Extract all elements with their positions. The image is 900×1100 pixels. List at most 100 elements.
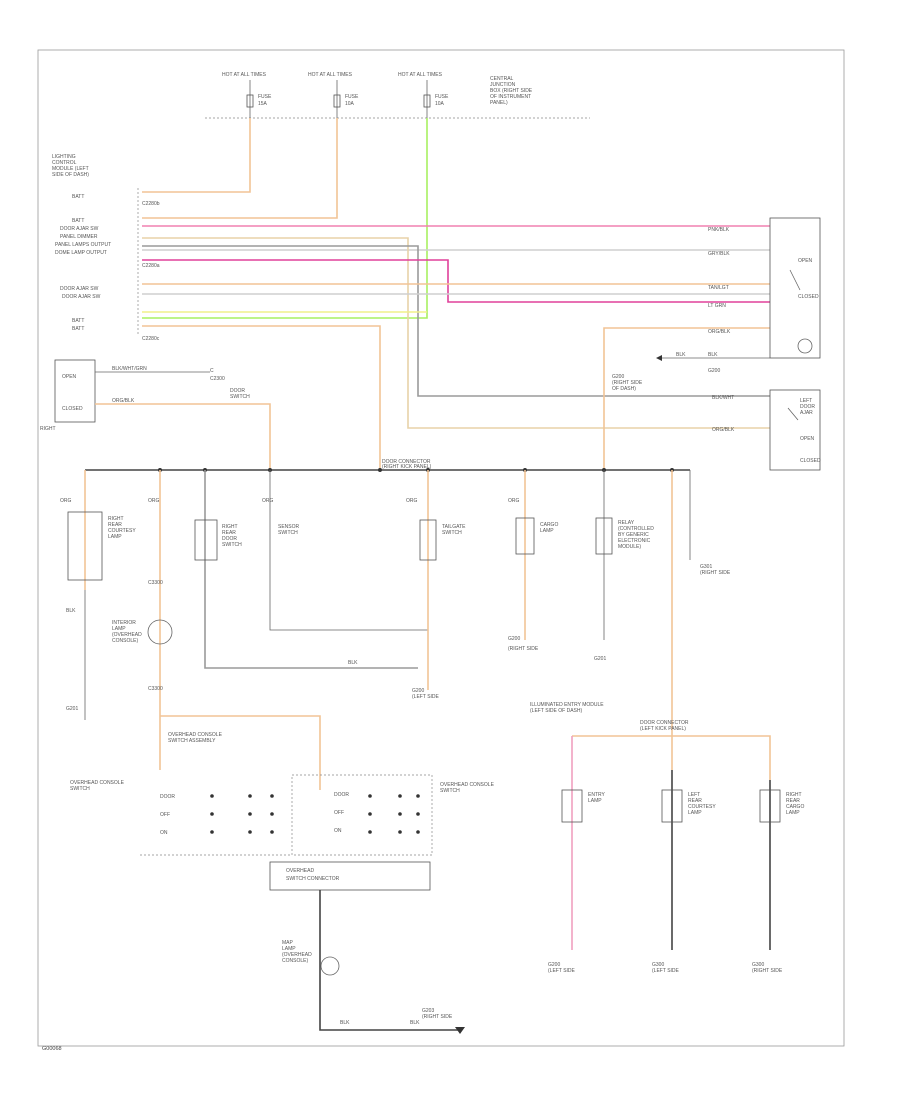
svg-text:BLK/WHT: BLK/WHT	[712, 395, 734, 401]
svg-text:ORG/BLK: ORG/BLK	[112, 398, 135, 404]
wire-batt-3	[142, 118, 428, 319]
svg-text:G300: G300	[752, 962, 764, 968]
svg-text:G200: G200	[612, 374, 624, 380]
svg-text:ORG: ORG	[262, 498, 274, 504]
svg-text:RIGHT: RIGHT	[786, 792, 802, 798]
svg-text:LEFT: LEFT	[800, 398, 812, 404]
svg-text:DOOR AJAR SW: DOOR AJAR SW	[62, 294, 101, 300]
svg-text:TAILGATE: TAILGATE	[442, 524, 466, 530]
svg-text:REAR: REAR	[108, 522, 122, 528]
svg-text:BATT: BATT	[72, 318, 84, 324]
svg-text:BATT: BATT	[72, 326, 84, 332]
svg-text:REAR: REAR	[688, 798, 702, 804]
svg-text:ON: ON	[160, 830, 168, 836]
svg-text:HOT AT ALL TIMES: HOT AT ALL TIMES	[398, 72, 443, 78]
svg-text:SWITCH: SWITCH	[70, 786, 90, 792]
svg-text:FUSE: FUSE	[435, 94, 449, 100]
svg-text:C: C	[210, 368, 214, 374]
svg-text:REAR: REAR	[786, 798, 800, 804]
svg-text:DOOR AJAR SW: DOOR AJAR SW	[60, 226, 99, 232]
sensor-switch: SENSOR SWITCH ORG	[262, 470, 428, 631]
svg-text:SWITCH: SWITCH	[440, 788, 460, 794]
svg-text:HOT AT ALL TIMES: HOT AT ALL TIMES	[308, 72, 353, 78]
svg-text:PANEL LAMPS OUTPUT: PANEL LAMPS OUTPUT	[55, 242, 111, 248]
svg-text:SWITCH: SWITCH	[222, 542, 242, 548]
svg-text:(RIGHT SIDE: (RIGHT SIDE	[752, 968, 783, 974]
svg-text:DOOR: DOOR	[230, 388, 245, 394]
svg-text:(CONTROLLED: (CONTROLLED	[618, 526, 654, 532]
svg-text:CARGO: CARGO	[540, 522, 558, 528]
svg-text:SWITCH: SWITCH	[442, 530, 462, 536]
svg-text:DOOR: DOOR	[334, 792, 349, 798]
svg-text:GRY/BLK: GRY/BLK	[708, 251, 730, 257]
wire-panel-lamps	[142, 237, 770, 429]
svg-text:DOME LAMP OUTPUT: DOME LAMP OUTPUT	[55, 250, 107, 256]
svg-text:SWITCH CONNECTOR: SWITCH CONNECTOR	[286, 876, 340, 882]
svg-text:G201: G201	[66, 706, 78, 712]
svg-text:ORG/BLK: ORG/BLK	[708, 329, 731, 335]
svg-text:G200: G200	[708, 368, 720, 374]
svg-text:LAMP: LAMP	[588, 798, 602, 804]
svg-text:BLK: BLK	[676, 352, 686, 358]
svg-text:ORG: ORG	[148, 498, 160, 504]
svg-text:(LEFT SIDE OF DASH): (LEFT SIDE OF DASH)	[530, 708, 582, 714]
wire-switch-feed	[603, 327, 770, 470]
svg-text:G200: G200	[508, 636, 520, 642]
svg-text:ON: ON	[334, 828, 342, 834]
svg-text:SIDE OF DASH): SIDE OF DASH)	[52, 172, 89, 178]
svg-text:ORG/BLK: ORG/BLK	[712, 427, 735, 433]
svg-text:LAMP: LAMP	[282, 946, 296, 952]
overhead-console-switch-left: OVERHEAD CONSOLE SWITCH ASSEMBLY OVERHEA…	[70, 715, 321, 856]
left-luggage-lamp: RIGHT REAR COURTESY LAMP ORG BLK G201	[60, 470, 136, 720]
svg-text:BLK: BLK	[708, 352, 718, 358]
svg-text:10A: 10A	[435, 101, 445, 107]
svg-text:SWITCH: SWITCH	[230, 394, 250, 400]
svg-text:JUNCTION: JUNCTION	[490, 82, 516, 88]
wire-batt-4	[142, 325, 381, 470]
svg-text:G200: G200	[548, 962, 560, 968]
svg-text:ENTRY: ENTRY	[588, 792, 606, 798]
svg-text:DOOR: DOOR	[800, 404, 815, 410]
fuse-b: HOT AT ALL TIMES FUSE 10A	[308, 72, 359, 118]
svg-text:CONSOLE): CONSOLE)	[112, 638, 138, 644]
svg-text:TAN/LGT: TAN/LGT	[708, 285, 729, 291]
svg-text:HOT AT ALL TIMES: HOT AT ALL TIMES	[222, 72, 267, 78]
svg-text:BOX (RIGHT SIDE: BOX (RIGHT SIDE	[490, 88, 533, 94]
svg-text:BLK: BLK	[340, 1020, 350, 1026]
svg-text:OVERHEAD CONSOLE: OVERHEAD CONSOLE	[440, 782, 495, 788]
overhead-console-switch-right: DOOR OFF ON OVERHEAD CONSOLE SWITCH	[291, 774, 495, 856]
svg-text:G203: G203	[422, 1008, 434, 1014]
svg-text:OVERHEAD CONSOLE: OVERHEAD CONSOLE	[168, 732, 223, 738]
svg-text:RIGHT: RIGHT	[222, 524, 238, 530]
tailgate-switch: TAILGATE SWITCH ORG G200 (LEFT SIDE	[406, 470, 466, 700]
svg-text:RIGHT: RIGHT	[40, 426, 56, 432]
svg-text:OFF: OFF	[160, 812, 170, 818]
svg-text:BATT: BATT	[72, 218, 84, 224]
svg-text:COURTESY: COURTESY	[688, 804, 716, 810]
svg-text:(RIGHT KICK PANEL): (RIGHT KICK PANEL)	[382, 464, 432, 470]
svg-text:BLK/WHT/GRN: BLK/WHT/GRN	[112, 366, 147, 372]
left-rear-courtesy-lamp: LEFT REAR COURTESY LAMP G300 (LEFT SIDE	[652, 770, 716, 974]
svg-text:OPEN: OPEN	[798, 258, 813, 264]
left-switch-upper: OPEN CLOSED BLK/WHT/GRN C C2300 ORG/BLK …	[40, 359, 271, 470]
svg-text:SENSOR: SENSOR	[278, 524, 300, 530]
svg-text:OF INSTRUMENT: OF INSTRUMENT	[490, 94, 531, 100]
svg-text:OF DASH): OF DASH)	[612, 386, 636, 392]
right-lower-assembly: ILLUMINATED ENTRY MODULE (LEFT SIDE OF D…	[530, 702, 804, 974]
svg-text:15A: 15A	[258, 101, 268, 107]
left-door-ajar-switch: LEFT DOOR AJAR OPEN CLOSED BLK/WHT ORG/B…	[712, 389, 821, 471]
svg-text:G201: G201	[594, 656, 606, 662]
svg-text:OVERHEAD CONSOLE: OVERHEAD CONSOLE	[70, 780, 125, 786]
svg-text:(OVERHEAD: (OVERHEAD	[112, 632, 142, 638]
svg-text:(OVERHEAD: (OVERHEAD	[282, 952, 312, 958]
svg-text:SWITCH ASSEMBLY: SWITCH ASSEMBLY	[168, 738, 216, 744]
svg-text:LEFT: LEFT	[688, 792, 700, 798]
svg-text:CLOSED: CLOSED	[800, 458, 821, 464]
svg-text:MAP: MAP	[282, 940, 294, 946]
svg-text:COURTESY: COURTESY	[108, 528, 136, 534]
door-switch-right: OPEN CLOSED PNK/BLK GRY/BLK TAN/LGT LT G…	[708, 217, 821, 359]
svg-text:ORG: ORG	[60, 498, 72, 504]
svg-text:REAR: REAR	[222, 530, 236, 536]
svg-text:BATT: BATT	[72, 194, 84, 200]
svg-text:DOOR: DOOR	[160, 794, 175, 800]
